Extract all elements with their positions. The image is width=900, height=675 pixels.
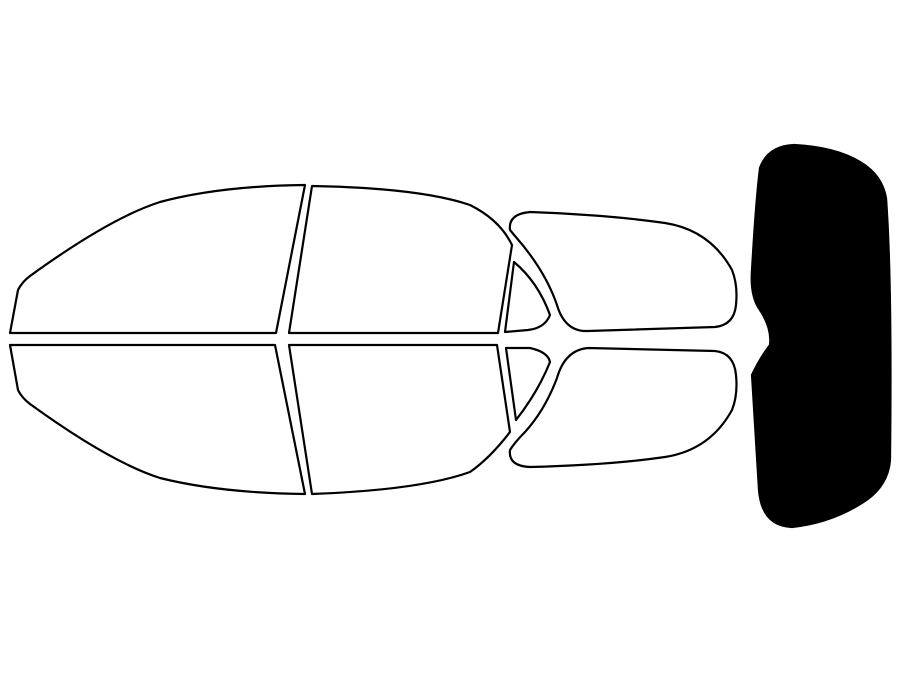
panel-front-door-window-top <box>287 184 514 335</box>
panel-windshield-bottom-half <box>8 343 307 496</box>
panel-rear-vent-window-bottom <box>504 346 552 422</box>
panel-windshield-top-half <box>8 183 307 335</box>
panel-rear-windshield <box>750 143 892 529</box>
panel-rear-quarter-window-top <box>508 210 738 333</box>
panel-rear-vent-window-top <box>503 260 552 334</box>
panel-rear-quarter-window-bottom <box>508 346 738 469</box>
panel-front-door-window-bottom <box>287 343 512 496</box>
